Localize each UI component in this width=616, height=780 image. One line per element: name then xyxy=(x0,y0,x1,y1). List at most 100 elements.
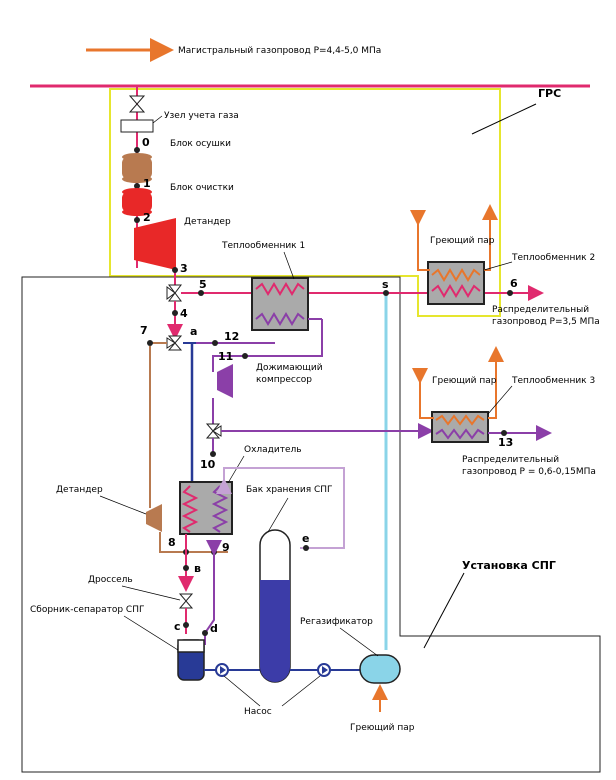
booster-text-line2: компрессор xyxy=(256,375,312,385)
spg-plant-boundary xyxy=(21,276,601,773)
point-5-marker xyxy=(198,290,204,296)
hx2-steam-in xyxy=(410,210,430,271)
pump-label: Насос xyxy=(244,707,272,717)
storage-leader xyxy=(267,497,289,533)
gas-meter xyxy=(120,119,154,133)
point-b-marker xyxy=(183,565,189,571)
point-3-marker xyxy=(172,267,178,273)
storage-label: Бак хранения СПГ xyxy=(246,485,333,495)
spg-plant-label: Установка СПГ xyxy=(462,559,556,572)
regasifier-label: Регазификатор xyxy=(300,617,373,627)
point-2-marker xyxy=(134,217,140,223)
hx1-label: Теплообменник 1 xyxy=(221,241,305,251)
hx3-steam-out xyxy=(488,346,504,419)
regasifier xyxy=(359,654,401,684)
point-d-marker xyxy=(202,630,208,636)
point-c-label: c xyxy=(174,620,181,633)
separator-leader xyxy=(123,615,179,651)
grs-label: ГРС xyxy=(538,87,561,100)
dist-low-label: Распределительный газопровод P = 0,6-0,1… xyxy=(462,455,596,477)
cleaner-unit xyxy=(122,188,152,216)
lng-storage-tank xyxy=(259,529,291,683)
cleaner-label: Блок очистки xyxy=(170,183,234,193)
point-11-marker xyxy=(242,353,248,359)
dist-high-text-line2: газопровод P=3,5 МПа xyxy=(492,317,600,327)
point-e-label: e xyxy=(302,532,309,545)
valve-purple xyxy=(205,423,222,439)
point-6-marker xyxy=(507,290,513,296)
regas-steam-label: Греющий пар xyxy=(350,723,415,733)
point-7-label: 7 xyxy=(140,324,148,337)
pump-2-arrow xyxy=(322,666,328,674)
point-5-label: 5 xyxy=(199,278,207,291)
hx2-steam-out xyxy=(482,204,498,271)
point-e-marker xyxy=(303,545,309,551)
throttle-leader xyxy=(121,585,181,601)
point-4-label: 4 xyxy=(180,307,188,320)
cooler xyxy=(179,481,233,535)
point-12-marker xyxy=(212,340,218,346)
point-12-label: 12 xyxy=(224,330,239,343)
point-s-label: s xyxy=(382,278,389,291)
gas-meter-label: Узел учета газа xyxy=(164,111,239,121)
hx3-label: Теплообменник 3 xyxy=(511,376,595,386)
separator-label: Сборник-сепаратор СПГ xyxy=(30,605,144,615)
cooler-leader xyxy=(227,455,245,484)
dist-high-label: Распределительный газопровод P=3,5 МПа xyxy=(492,305,600,327)
lng-separator xyxy=(177,639,205,681)
point-7-marker xyxy=(147,340,153,346)
point-13-marker xyxy=(501,430,507,436)
throttle-label: Дроссель xyxy=(88,575,133,585)
point-6-label: 6 xyxy=(510,277,518,290)
point-d-label: d xyxy=(210,622,218,635)
hx1-leader xyxy=(283,251,295,280)
dist-low-text-line2: газопровод P = 0,6-0,15МПа xyxy=(462,467,596,477)
spg-expander-leader xyxy=(99,495,147,515)
booster-label: Дожимающий компрессор xyxy=(256,363,325,385)
gas-meter-leader xyxy=(152,115,163,124)
purple-line-d xyxy=(204,540,222,645)
hx3-leader xyxy=(487,385,513,415)
dist-low-text: Распределительный xyxy=(462,455,559,465)
hx2-leader xyxy=(483,261,513,271)
point-10-marker xyxy=(210,451,216,457)
point-b-label: в xyxy=(194,562,201,575)
pump-leader-2 xyxy=(281,675,321,707)
point-13-label: 13 xyxy=(498,436,513,449)
point-11-label: 11 xyxy=(218,350,233,363)
pump-leader-1 xyxy=(223,675,261,707)
spg-expander-label: Детандер xyxy=(56,485,103,495)
point-4-marker xyxy=(172,310,178,316)
hx3-steam-in xyxy=(412,368,434,419)
hx1-purple-loop xyxy=(212,319,323,372)
point-9-label: 9 xyxy=(222,541,230,554)
heat-exchanger-1 xyxy=(251,277,309,331)
regasifier-leader xyxy=(339,627,379,657)
dryer-label: Блок осушки xyxy=(170,139,231,149)
point-0-label: 0 xyxy=(142,136,150,149)
grs-boundary xyxy=(109,88,501,317)
point-8-label: 8 xyxy=(168,536,176,549)
hx2-steam-label: Греющий пар xyxy=(430,236,495,246)
point-1-label: 1 xyxy=(143,177,151,190)
hx2-label: Теплообменник 2 xyxy=(511,253,595,263)
booster-compressor xyxy=(217,364,233,398)
boiloff-line xyxy=(216,467,345,549)
heat-exchanger-2 xyxy=(427,261,485,305)
inlet-valve xyxy=(128,95,146,113)
point-0-marker xyxy=(134,147,140,153)
point-c-marker xyxy=(183,622,189,628)
throttle-valve xyxy=(178,593,194,609)
grs-expander-label: Детандер xyxy=(184,217,231,227)
brown-line-low xyxy=(159,532,228,553)
point-1-marker xyxy=(134,183,140,189)
valve-split-7-a xyxy=(166,335,183,351)
dist-high-text: Распределительный xyxy=(492,305,589,315)
hx3-steam-label: Греющий пар xyxy=(432,376,497,386)
grs-leader xyxy=(471,103,537,135)
cooler-label: Охладитель xyxy=(244,445,302,455)
point-10-label: 10 xyxy=(200,458,216,471)
grs-expander xyxy=(134,218,176,270)
dryer-unit xyxy=(122,153,152,183)
